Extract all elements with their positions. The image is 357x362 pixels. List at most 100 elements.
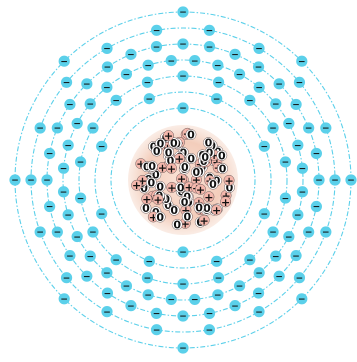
electron-dot — [44, 147, 56, 160]
electron-dot — [143, 255, 155, 267]
electron-dot — [125, 300, 137, 312]
proton-sign: + — [210, 149, 219, 162]
electron-dot — [71, 117, 83, 130]
electron: − — [329, 174, 341, 186]
proton: + — [211, 204, 223, 217]
electron: − — [64, 98, 76, 111]
electron-sign: − — [255, 83, 263, 93]
electron-dot — [177, 278, 189, 290]
electron: − — [177, 38, 189, 50]
electron-dot — [62, 139, 74, 151]
electron: − — [310, 200, 322, 213]
electron: − — [60, 76, 73, 88]
electron: − — [58, 55, 70, 67]
electron: − — [141, 76, 154, 88]
electron-dot — [253, 42, 265, 54]
electron-sign: − — [153, 43, 161, 53]
electron-sign: − — [43, 176, 51, 186]
neutron-sign: 0 — [226, 181, 234, 194]
electron-sign: − — [167, 296, 175, 306]
electron: − — [320, 122, 332, 134]
neutron-sign: 0 — [177, 181, 185, 194]
electron: − — [110, 254, 122, 266]
electron-sign: − — [146, 95, 154, 105]
electron: − — [57, 162, 70, 174]
neutron-sign: 0 — [173, 218, 181, 231]
electron-sign: − — [255, 289, 263, 299]
electron-sign: − — [322, 124, 330, 134]
electron: − — [211, 93, 223, 105]
electron-dot — [203, 41, 216, 53]
electron-dot — [252, 287, 265, 299]
electron-dot — [345, 174, 357, 186]
electron: − — [253, 42, 265, 55]
neutron-sign: 0 — [148, 177, 156, 190]
electron-sign: − — [282, 158, 290, 168]
electron-dot — [151, 324, 163, 336]
electron: − — [81, 270, 93, 282]
proton-sign: + — [192, 174, 201, 187]
electron: − — [101, 306, 113, 318]
electron-sign: − — [298, 57, 306, 67]
electron-sign: − — [275, 80, 283, 90]
electron-dot — [303, 226, 315, 238]
electron: − — [125, 300, 137, 312]
neutron-sign: 0 — [219, 163, 227, 176]
proton-sign: + — [164, 130, 173, 143]
proton-ball — [131, 179, 143, 191]
electron: − — [177, 342, 189, 354]
proton-ball — [203, 191, 215, 203]
electron-dot — [253, 306, 265, 318]
proton-ball — [223, 174, 235, 186]
electron-dot — [84, 250, 96, 262]
electron-dot — [258, 140, 270, 152]
electron-dot — [211, 255, 223, 267]
electron: − — [253, 306, 265, 318]
electron-sign: − — [60, 295, 68, 305]
electron-dot — [84, 98, 96, 110]
neutron-sign: 0 — [152, 169, 160, 182]
electron-dot — [60, 76, 73, 88]
electron-dot — [203, 24, 215, 36]
electron-sign: − — [153, 310, 161, 320]
electron-sign: − — [66, 101, 74, 111]
electron: − — [296, 293, 308, 305]
electron-sign: − — [269, 124, 277, 134]
electron: − — [296, 55, 308, 67]
electron-sign: − — [255, 63, 263, 73]
neutron-sign: 0 — [181, 161, 189, 174]
electron-sign: − — [103, 269, 111, 279]
electron-sign: − — [255, 45, 263, 55]
neutron-sign: 0 — [195, 202, 203, 215]
electron-dot — [296, 293, 308, 305]
electron: − — [120, 68, 133, 80]
electron: − — [34, 122, 46, 134]
electron: − — [212, 272, 225, 284]
electron: − — [293, 76, 306, 88]
electron: − — [74, 156, 87, 168]
proton: + — [141, 193, 153, 206]
electron-dot — [57, 162, 70, 174]
electron-dot — [142, 59, 154, 71]
electron-dot — [258, 208, 270, 220]
electron: − — [211, 255, 223, 268]
electron-sign: − — [98, 210, 106, 220]
neutron: 0 — [185, 129, 197, 142]
electron-sign: − — [144, 78, 152, 88]
electron: − — [189, 293, 201, 306]
electron-sign: − — [64, 211, 72, 221]
electron: − — [84, 250, 96, 262]
electron-sign: − — [83, 80, 91, 90]
electron-sign: − — [27, 176, 35, 186]
electron: − — [151, 324, 163, 336]
electron: − — [84, 98, 96, 110]
electron-sign: − — [322, 228, 330, 238]
proton-ball — [195, 183, 206, 195]
electron-sign: − — [294, 211, 302, 221]
electron: − — [273, 78, 285, 90]
electron-sign: − — [144, 291, 152, 301]
electron-sign: − — [60, 188, 68, 198]
neutron-sign: 0 — [157, 137, 165, 150]
neutron-ball — [199, 151, 211, 163]
electron-sign: − — [214, 61, 222, 71]
